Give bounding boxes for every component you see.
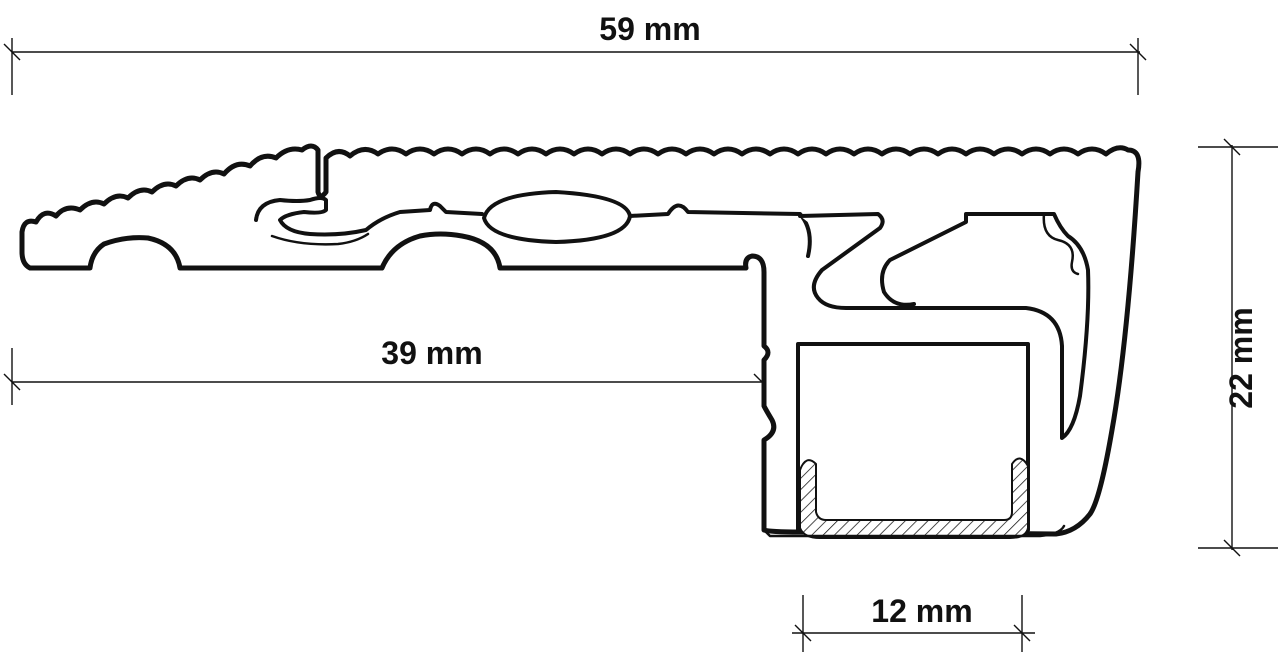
profile-outline (19, 143, 1142, 539)
top-right-hook (1042, 212, 1080, 276)
dimension-overall-width: 59 mm (3, 11, 1147, 95)
dimension-height: 22 mm (1198, 138, 1278, 557)
left-clip-pocket (254, 196, 812, 258)
inner-web-line (270, 232, 370, 246)
led-diffuser-insert (799, 457, 1029, 539)
channel-base-line (762, 524, 1066, 538)
dimension-overall-width-label: 59 mm (599, 11, 700, 47)
support-web (798, 212, 1091, 440)
oval-slot (482, 190, 632, 244)
dimension-channel-width-label: 12 mm (871, 593, 972, 629)
dimension-tread-width: 39 mm (3, 335, 771, 405)
dimension-tread-width-label: 39 mm (381, 335, 482, 371)
led-channel (796, 342, 1030, 532)
dimension-height-label: 22 mm (1223, 307, 1259, 408)
dimension-channel-width: 12 mm (792, 593, 1035, 652)
